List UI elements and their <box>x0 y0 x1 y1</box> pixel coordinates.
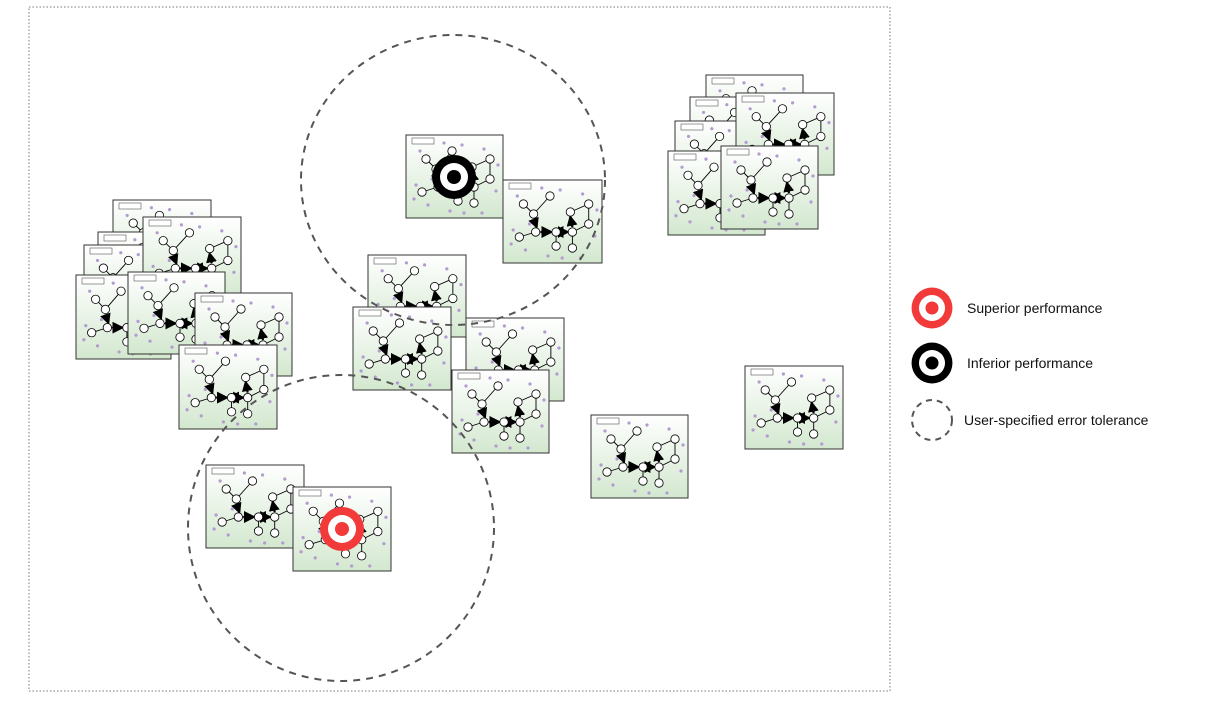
graph-card <box>178 344 278 430</box>
graph-card <box>205 464 305 549</box>
legend-superior-label: Superior performance <box>967 300 1103 316</box>
graph-card <box>451 369 550 454</box>
tolerance-circle-top <box>300 34 606 326</box>
legend-inferior-label: Inferior performance <box>967 355 1094 371</box>
graph-card <box>720 145 819 230</box>
tolerance-circles <box>187 34 606 682</box>
graph-cards <box>75 74 844 572</box>
plot-frame <box>28 6 891 692</box>
legend-tolerance-label: User-specified error tolerance <box>964 412 1149 428</box>
graph-card <box>405 134 504 219</box>
superior-target-icon <box>320 507 364 551</box>
graph-card <box>590 414 689 499</box>
legend-superior-icon <box>911 287 953 329</box>
legend-tolerance-icon <box>911 399 953 441</box>
tolerance-circle-bottom <box>187 374 495 682</box>
graph-card <box>744 365 844 450</box>
inferior-target-icon <box>432 155 476 199</box>
graph-card <box>502 179 603 264</box>
graph-card <box>352 306 452 391</box>
performance-targets <box>320 155 476 551</box>
legend-icons <box>911 287 953 441</box>
legend-inferior-icon <box>911 342 953 384</box>
